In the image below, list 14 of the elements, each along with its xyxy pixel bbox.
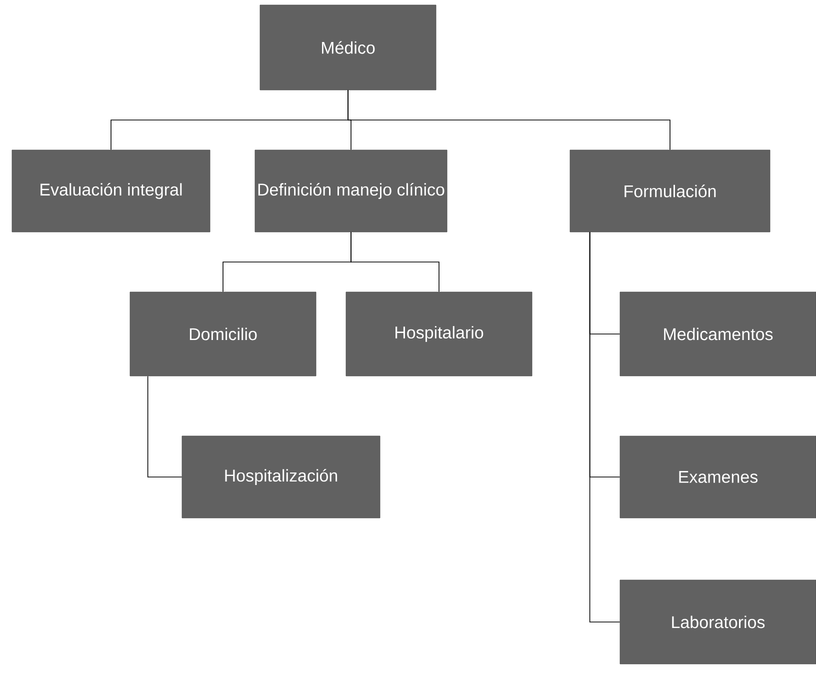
org-box: Domicilio: [130, 292, 316, 376]
connector-line: [350, 232, 440, 292]
org-box: Definición manejo clínico: [254, 150, 448, 232]
org-box: Examenes: [620, 436, 816, 518]
connector-line: [348, 90, 670, 150]
org-box: Médico: [260, 4, 436, 90]
org-box: Medicamentos: [620, 292, 816, 376]
connector-line: [589, 232, 620, 622]
org-box: Evaluación integral: [12, 150, 210, 232]
org-box: Hospitalario: [346, 292, 532, 376]
org-box: Hospitalización: [182, 436, 380, 518]
org-box: Formulación: [570, 150, 770, 232]
connector-line: [147, 376, 182, 478]
org-box: Laboratorios: [620, 580, 816, 664]
